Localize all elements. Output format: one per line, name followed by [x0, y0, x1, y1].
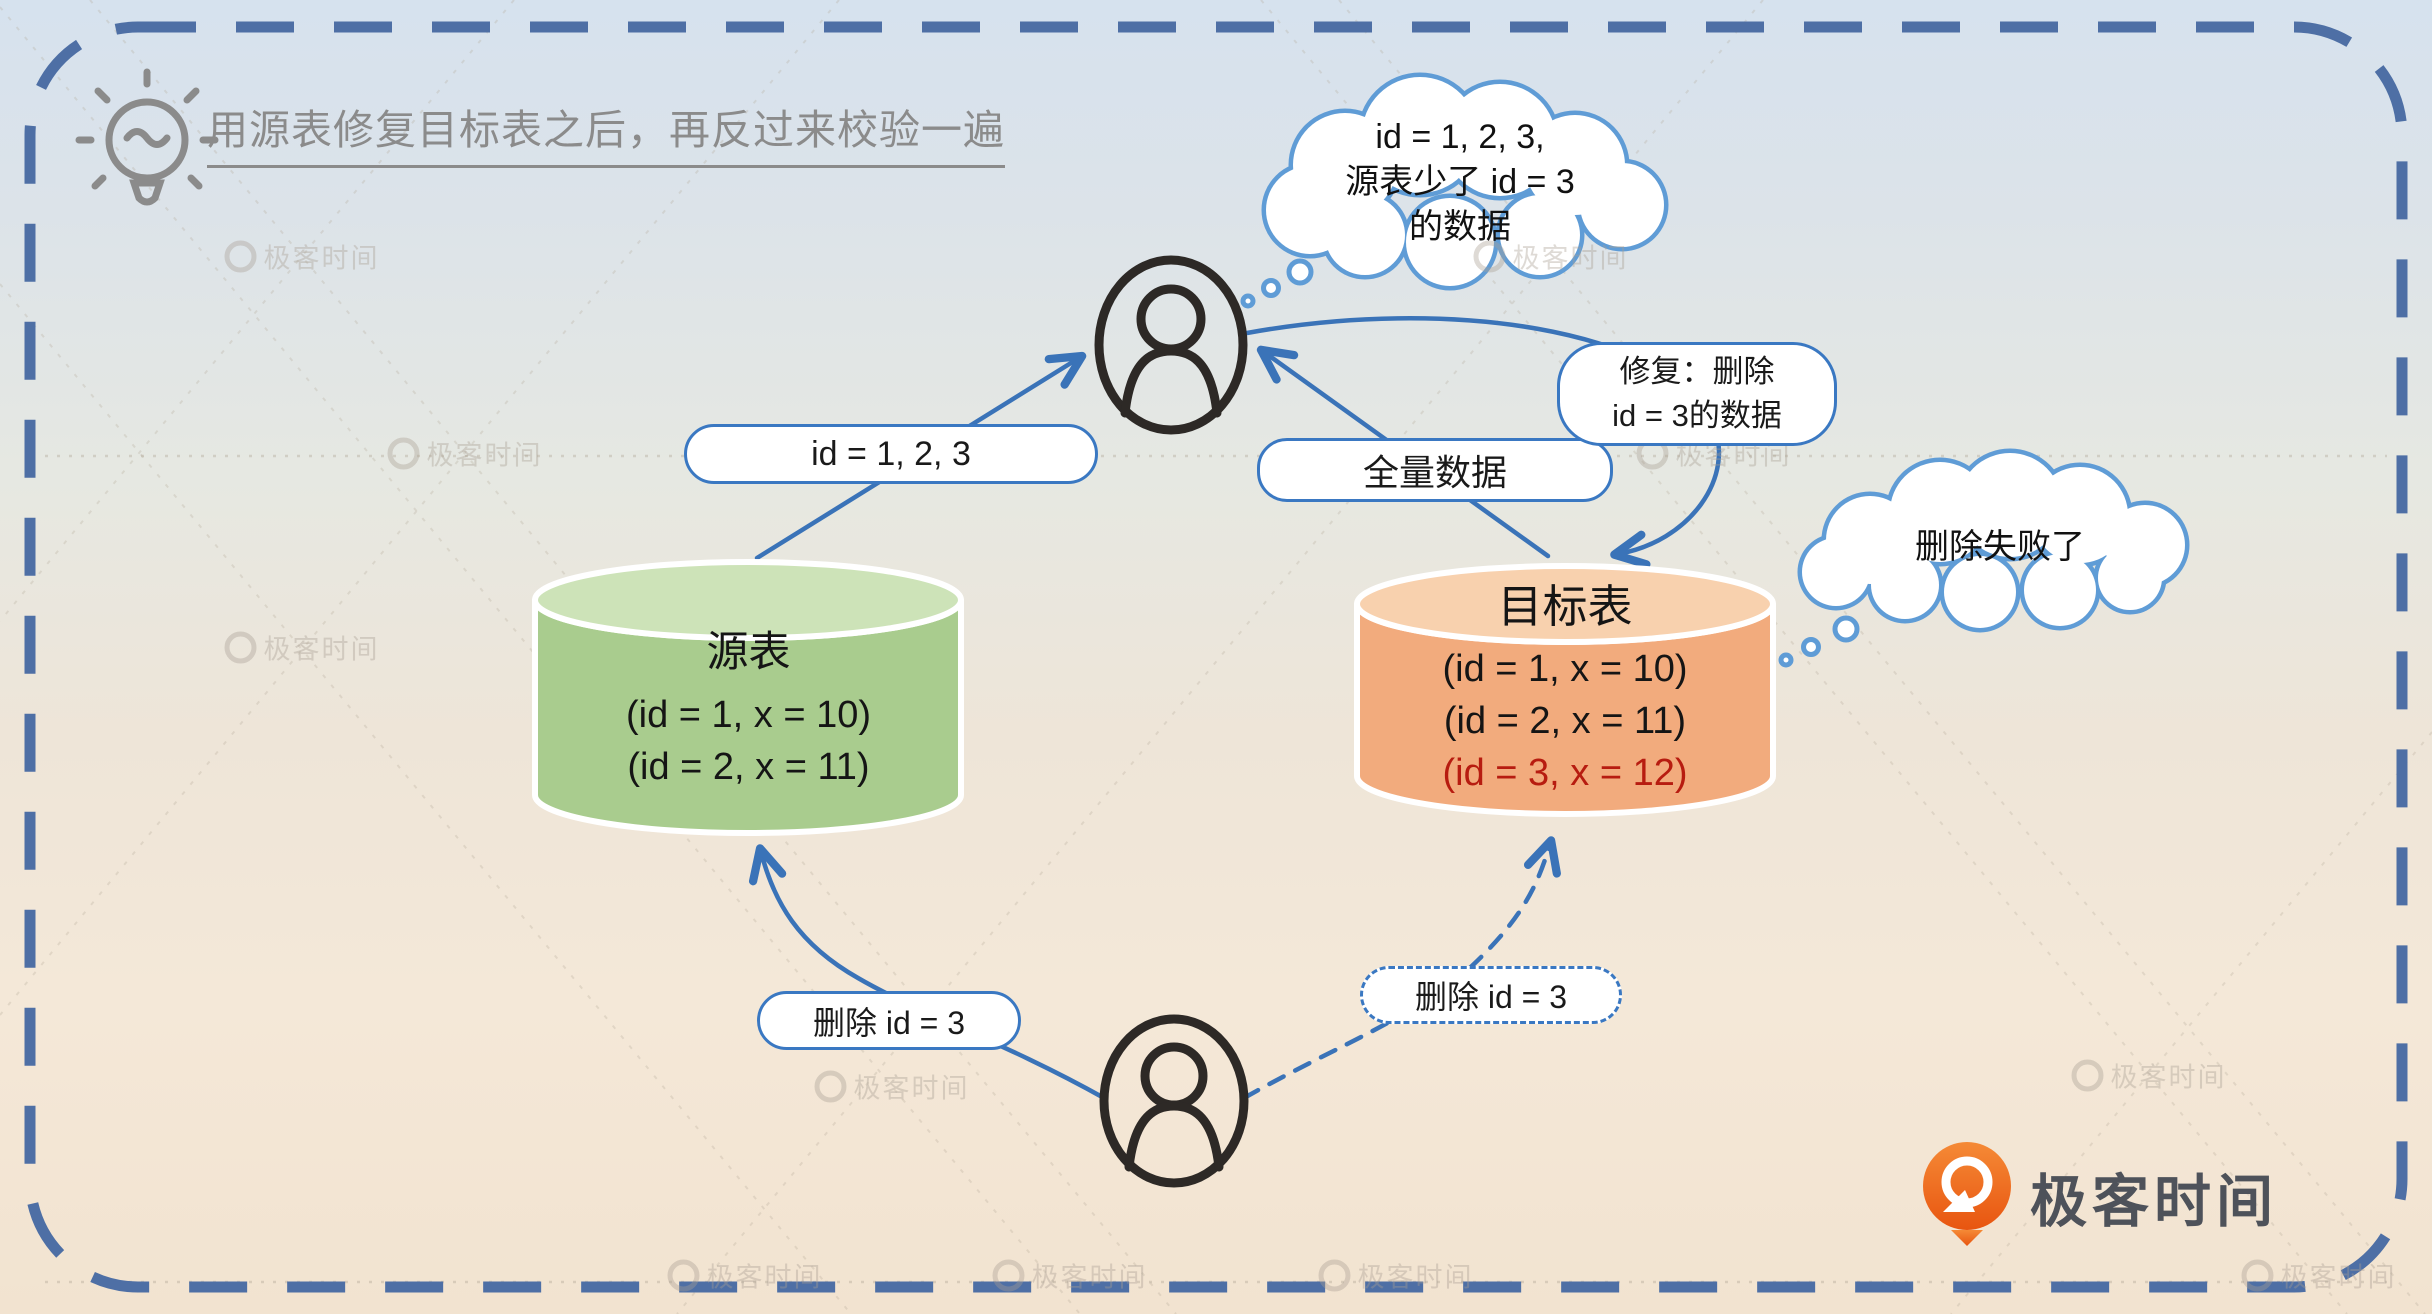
watermark: 极客时间: [814, 1067, 970, 1106]
thought-cloud-source-missing: [1240, 72, 1669, 309]
watermark-logo-icon: [2071, 1059, 2104, 1091]
watermark: 极客时间: [2241, 1256, 2397, 1295]
label-delete-on-source: 删除 id = 3: [757, 991, 1021, 1050]
thought-cloud-source-missing-text: id = 1, 2, 3, 源表少了 id = 3 的数据: [1290, 115, 1630, 250]
watermark-logo-icon: [1318, 1259, 1351, 1291]
watermark: 极客时间: [1318, 1256, 1474, 1295]
watermark-text: 极客时间: [2280, 1262, 2397, 1293]
watermark-logo-icon: [814, 1070, 847, 1102]
geektime-logo-text: 极客时间: [2030, 1170, 2278, 1234]
source-table-label: 源表 (id = 1, x = 10) (id = 2, x = 11): [535, 618, 962, 793]
cloud-line: 源表少了 id = 3: [1345, 162, 1575, 201]
lightbulb-icon: [75, 68, 219, 206]
repair-line: id = 3的数据: [1612, 398, 1782, 433]
watermark-logo-icon: [667, 1259, 700, 1291]
watermark-text: 极客时间: [2110, 1062, 2227, 1093]
watermark-logo-icon: [992, 1259, 1025, 1291]
watermark-text: 极客时间: [263, 243, 380, 274]
watermark: 极客时间: [992, 1256, 1148, 1295]
watermark-logo-icon: [387, 437, 420, 469]
target-table-title: 目标表: [1497, 581, 1633, 632]
watermark-logo-icon: [224, 631, 257, 663]
dashed-border: [24, 21, 2408, 1293]
watermark: 极客时间: [1473, 237, 1629, 276]
source-table-title: 源表: [706, 628, 791, 675]
watermark-text: 极客时间: [1357, 1262, 1474, 1293]
table-row: (id = 1, x = 10): [1442, 648, 1688, 690]
watermark: 极客时间: [667, 1256, 823, 1295]
watermark: 极客时间: [224, 237, 380, 276]
watermark-text: 极客时间: [1031, 1262, 1148, 1293]
table-row: (id = 2, x = 11): [1443, 700, 1687, 742]
page-title: 用源表修复目标表之后，再反过来校验一遍: [207, 96, 1005, 168]
watermark-text: 极客时间: [1512, 243, 1629, 274]
source-table-cylinder: [532, 559, 964, 836]
geektime-logo-icon: [1923, 1142, 2011, 1246]
watermark: 极客时间: [2071, 1056, 2227, 1095]
watermark-text: 极客时间: [706, 1262, 823, 1293]
watermark-logo-icon: [1473, 240, 1506, 272]
thought-cloud-delete-failed: [1778, 448, 2190, 668]
cloud-line: id = 1, 2, 3,: [1375, 118, 1545, 156]
repair-line: 修复：删除: [1619, 353, 1775, 389]
thought-bubble-trail: [1240, 258, 1314, 309]
arrow-operator-to-source: [748, 844, 1107, 1101]
thought-bubble-trail: [1778, 615, 1860, 668]
label-delete-on-target: 删除 id = 3: [1360, 966, 1622, 1024]
watermark-logo-icon: [2241, 1259, 2274, 1291]
thought-cloud-delete-failed-text: 删除失败了: [1915, 528, 2085, 566]
label-ids-from-source: id = 1, 2, 3: [684, 424, 1098, 484]
watermark-text: 极客时间: [853, 1073, 970, 1104]
label-repair-action: 修复：删除 id = 3的数据: [1557, 342, 1837, 446]
table-row: (id = 2, x = 11): [627, 746, 870, 788]
person-icon-verifier: [1094, 255, 1248, 435]
target-table-label: 目标表 (id = 1, x = 10) (id = 2, x = 11) (i…: [1357, 570, 1773, 799]
geektime-logo: 极客时间: [2030, 1156, 2278, 1238]
label-full-data: 全量数据: [1257, 438, 1613, 502]
watermark-logo-icon: [224, 240, 257, 272]
watermark: 极客时间: [387, 434, 543, 473]
watermark-text: 极客时间: [426, 440, 543, 471]
table-row-highlight: (id = 3, x = 12): [1442, 752, 1688, 794]
watermark-text: 极客时间: [263, 634, 380, 665]
person-icon-operator: [1099, 1014, 1249, 1188]
target-table-cylinder: [1354, 563, 1776, 817]
cloud-line: 的数据: [1409, 207, 1511, 246]
table-row: (id = 1, x = 10): [625, 694, 871, 736]
watermark: 极客时间: [224, 628, 380, 667]
